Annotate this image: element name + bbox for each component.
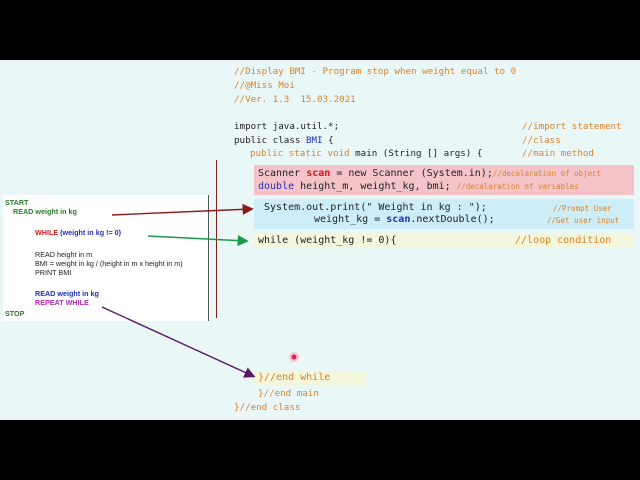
code-import-comment: //import statement bbox=[522, 121, 622, 132]
code-double-decl: double height_m, weight_kg, bmi; //decal… bbox=[258, 181, 579, 193]
code-comment-author: //@Miss Moi bbox=[234, 80, 295, 91]
pseudocode-panel: START READ weight in kg WHILE (weight in… bbox=[3, 195, 209, 321]
end-while-highlight bbox=[254, 371, 366, 385]
pseudo-read-weight-again: READ weight in kg bbox=[35, 289, 99, 298]
code-while-comment: //loop condition bbox=[515, 235, 612, 246]
read-method: .nextDouble(); bbox=[410, 214, 495, 225]
class-brace: { bbox=[328, 135, 334, 146]
pseudo-print-bmi: PRINT BMI bbox=[35, 268, 72, 277]
pseudo-while-condition: (weight in kg != 0) bbox=[60, 228, 122, 237]
code-comment-version: //Ver. 1.3 15.03.2021 bbox=[234, 94, 356, 105]
scanner-rest: = new Scanner (System.in); bbox=[336, 168, 493, 179]
code-main-decl: public static void main (String [] args)… bbox=[250, 148, 482, 160]
pseudo-stop: STOP bbox=[5, 309, 25, 318]
pseudo-while: WHILE (weight in kg != 0) bbox=[35, 229, 121, 237]
input-highlight bbox=[254, 199, 634, 229]
double-keyword: double bbox=[258, 181, 295, 192]
annotation-arrows bbox=[101, 203, 299, 378]
arrow-while-to-loop bbox=[147, 234, 249, 247]
pseudo-start: START bbox=[5, 198, 29, 207]
double-comment: //decalaration of variables bbox=[456, 182, 579, 191]
slide-canvas: //Display BMI - Program stop when weight… bbox=[0, 60, 640, 420]
code-class-comment: //class bbox=[522, 135, 561, 146]
code-scanner-decl: Scanner scan = new Scanner (System.in);/… bbox=[258, 168, 601, 180]
declaration-highlight bbox=[254, 165, 634, 195]
code-end-class: }//end class bbox=[234, 402, 301, 413]
double-rest: height_m, weight_kg, bmi; bbox=[300, 181, 451, 192]
code-end-main: }//end main bbox=[258, 388, 319, 399]
pseudo-repeat-while: REPEAT WHILE bbox=[35, 298, 89, 307]
while-highlight bbox=[254, 233, 634, 248]
pseudocode-panel-border bbox=[208, 195, 209, 321]
cursor-pointer-center bbox=[291, 354, 297, 360]
code-import: import java.util.*; bbox=[234, 121, 340, 132]
class-keyword: public class bbox=[234, 135, 301, 146]
code-end-while: }//end while bbox=[258, 372, 331, 383]
pseudo-read-height: READ height in m bbox=[35, 250, 93, 259]
code-read-comment: //Get user input bbox=[547, 216, 620, 225]
class-name: BMI bbox=[305, 135, 323, 146]
scanner-type: Scanner bbox=[258, 168, 301, 179]
code-print-stmt: System.out.print(" Weight in kg : "); bbox=[264, 202, 487, 213]
code-while-stmt: while (weight_kg != 0){ bbox=[258, 235, 397, 246]
code-class-decl: public class BMI { bbox=[234, 135, 334, 147]
code-main-comment: //main method bbox=[522, 148, 594, 159]
code-read-stmt: weight_kg = scan.nextDouble(); bbox=[314, 214, 495, 226]
main-keywords: public static void bbox=[250, 148, 350, 159]
scanner-var: scan bbox=[306, 168, 331, 179]
read-scan: scan bbox=[386, 214, 411, 225]
code-comment-title: //Display BMI - Program stop when weight… bbox=[234, 66, 517, 77]
pseudo-bmi-calc: BMI = weight in kg / (height in m x heig… bbox=[35, 259, 183, 268]
arrow-read-to-input bbox=[111, 203, 254, 216]
arrow-repeat-to-end-while bbox=[101, 306, 256, 378]
pseudo-while-keyword: WHILE bbox=[35, 228, 59, 237]
code-print-comment: //Prompt User bbox=[553, 204, 612, 213]
read-assign: weight_kg = bbox=[314, 214, 381, 225]
pseudo-read-weight: READ weight in kg bbox=[13, 207, 77, 216]
main-signature: main (String [] args) { bbox=[355, 148, 483, 159]
scanner-comment: //decalaration of object bbox=[492, 169, 602, 178]
